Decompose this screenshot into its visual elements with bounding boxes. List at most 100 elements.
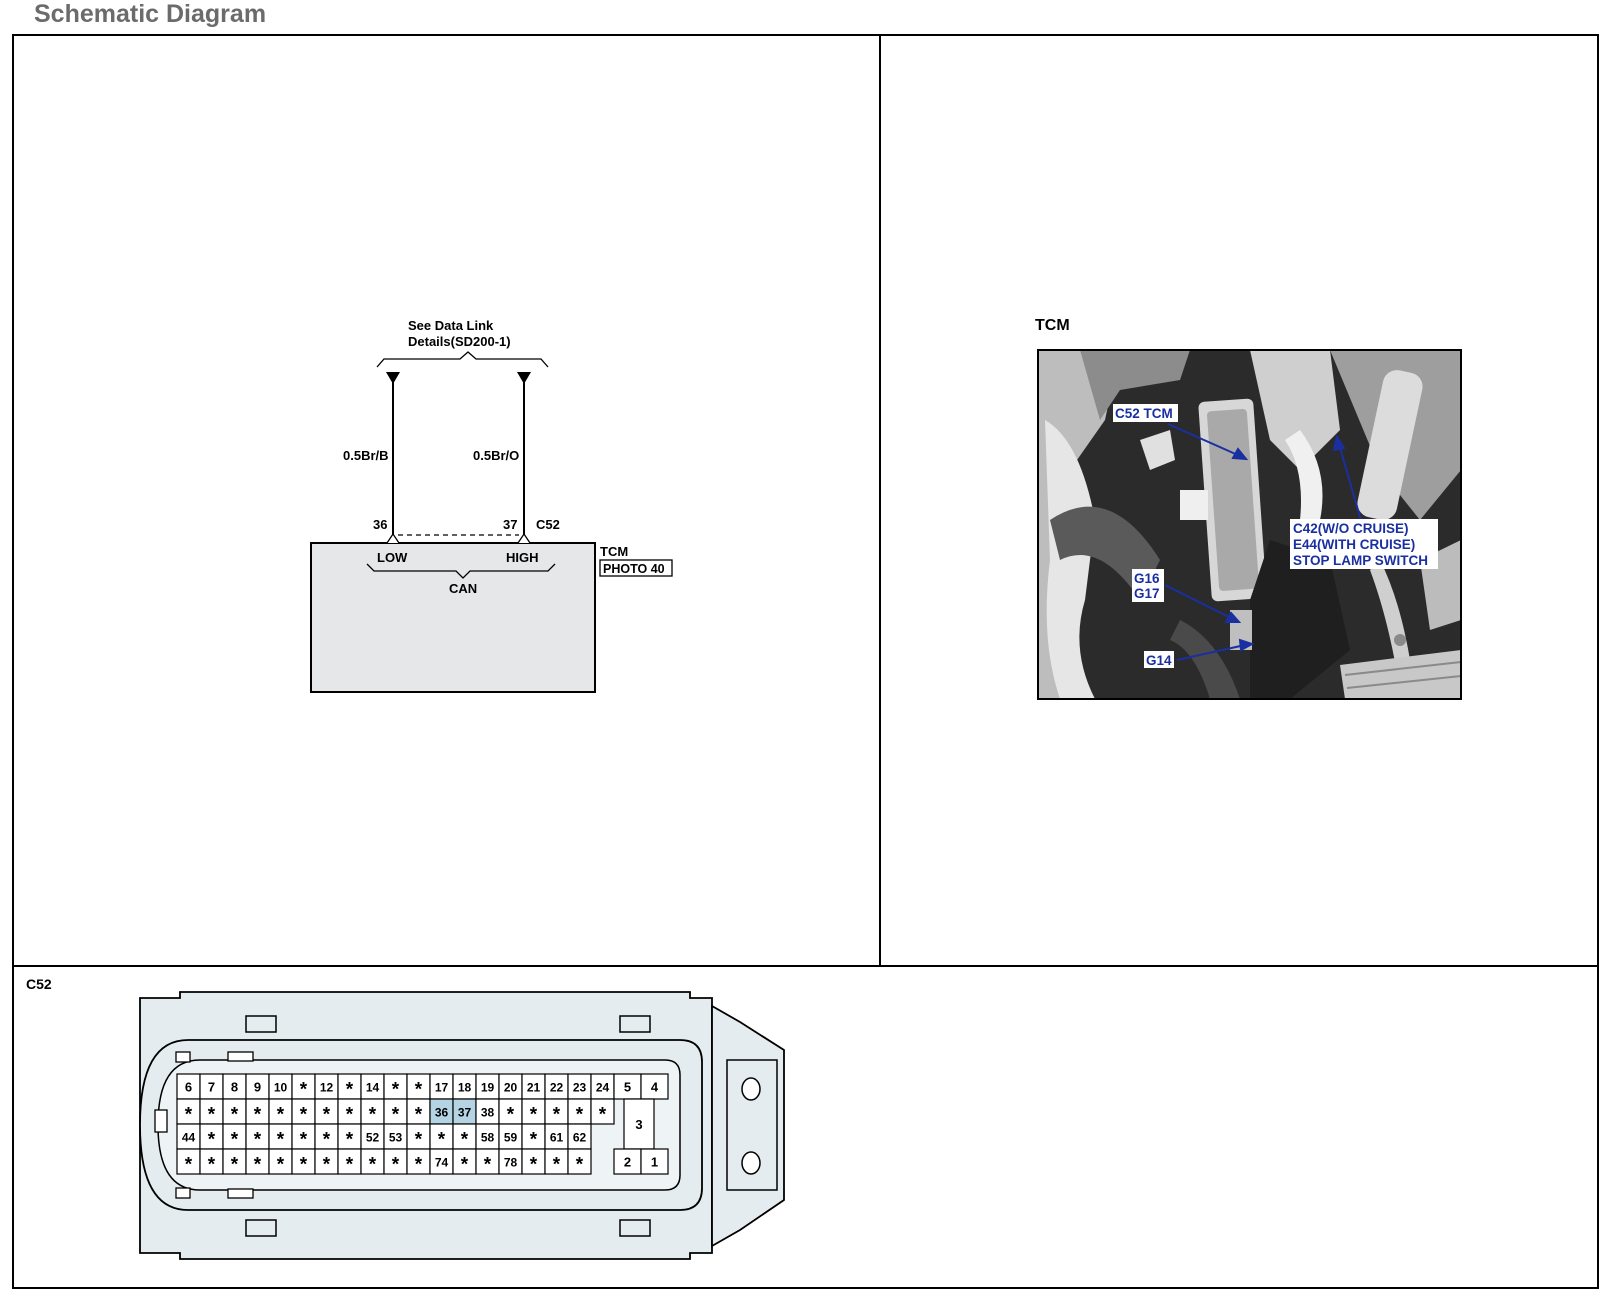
label-high: HIGH xyxy=(506,550,539,565)
diagram-frame xyxy=(12,34,1599,1289)
pin-62: 62 xyxy=(573,1131,587,1145)
pin-empty: * xyxy=(185,1105,193,1126)
pin-4-cell xyxy=(640,1073,669,1100)
pin-empty: * xyxy=(576,1105,584,1126)
pin-9: 9 xyxy=(254,1080,261,1095)
mount-hole-top xyxy=(741,1077,761,1101)
pin-empty: * xyxy=(231,1105,239,1126)
label-stop-lamp-switch: STOP LAMP SWITCH xyxy=(1293,553,1428,568)
label-g17: G17 xyxy=(1134,586,1160,601)
module-photo-ref: PHOTO 40 xyxy=(603,562,665,576)
pin-21: 21 xyxy=(527,1081,541,1095)
pin-empty: * xyxy=(254,1130,262,1151)
page-title: Schematic Diagram xyxy=(34,0,267,28)
pin-61: 61 xyxy=(550,1131,564,1145)
pin-marker-36 xyxy=(386,532,400,544)
mount-hole-bottom xyxy=(741,1151,761,1175)
pin-24: 24 xyxy=(596,1081,610,1095)
pin-1-cell xyxy=(640,1148,669,1175)
pin-empty: * xyxy=(392,1105,400,1126)
housing-tab-bottom-right xyxy=(619,1219,651,1237)
pin-empty: * xyxy=(300,1155,308,1176)
pin-52: 52 xyxy=(366,1131,380,1145)
pin-22: 22 xyxy=(550,1081,564,1095)
pin-1: 1 xyxy=(651,1155,658,1170)
label-g14: G14 xyxy=(1146,653,1172,668)
module-name: TCM xyxy=(600,544,628,559)
pin-empty: * xyxy=(300,1130,308,1151)
pin-empty: * xyxy=(553,1105,561,1126)
label-g16: G16 xyxy=(1134,571,1160,586)
pin-number-36: 36 xyxy=(373,517,387,532)
housing-tab-top-left xyxy=(245,1015,277,1033)
pin-empty: * xyxy=(323,1130,331,1151)
pin-19: 19 xyxy=(481,1081,495,1095)
pin-empty: * xyxy=(231,1130,239,1151)
pin-23: 23 xyxy=(573,1081,587,1095)
pin-empty: * xyxy=(392,1155,400,1176)
pin-empty: * xyxy=(323,1105,331,1126)
schematic-panel: See Data Link Details(SD200-1) 0.5Br/B 0… xyxy=(310,318,673,693)
connector-id: C52 xyxy=(536,517,560,532)
pin-empty: * xyxy=(530,1105,538,1126)
pin-8: 8 xyxy=(231,1080,238,1095)
pin-empty: * xyxy=(277,1155,285,1176)
pin-10: 10 xyxy=(274,1081,288,1095)
pin-12: 12 xyxy=(320,1081,334,1095)
pin-74: 74 xyxy=(435,1156,449,1170)
label-e44: E44(WITH CRUISE) xyxy=(1293,537,1415,552)
pin-empty: * xyxy=(185,1155,193,1176)
pin-empty: * xyxy=(461,1130,469,1151)
pin-78: 78 xyxy=(504,1156,518,1170)
key-notch-top-mid xyxy=(227,1051,254,1062)
key-notch-bottom-left xyxy=(175,1187,191,1199)
photo-callout-labels: C52 TCM C42(W/O CRUISE) E44(WITH CRUISE)… xyxy=(1113,404,1438,668)
pin-14: 14 xyxy=(366,1081,380,1095)
connector-view-label: C52 xyxy=(26,976,52,992)
pin-7: 7 xyxy=(208,1080,215,1095)
pin-17: 17 xyxy=(435,1081,449,1095)
photo-border xyxy=(1037,349,1462,700)
pin-empty: * xyxy=(208,1155,216,1176)
label-can: CAN xyxy=(449,581,477,596)
pin-3: 3 xyxy=(635,1117,642,1132)
wire-color-right: 0.5Br/O xyxy=(473,448,519,463)
pin-empty: * xyxy=(254,1105,262,1126)
label-low: LOW xyxy=(377,550,408,565)
pin-empty: * xyxy=(254,1155,262,1176)
data-link-brace xyxy=(376,351,549,368)
pin-empty: * xyxy=(392,1080,400,1101)
key-notch-left xyxy=(154,1109,168,1133)
tcm-module-box xyxy=(310,542,596,693)
pin-36: 36 xyxy=(435,1106,449,1120)
pin-empty: * xyxy=(507,1105,515,1126)
pin-2: 2 xyxy=(624,1155,631,1170)
pin-empty: * xyxy=(300,1080,308,1101)
pin-empty: * xyxy=(346,1080,354,1101)
pin-59: 59 xyxy=(504,1131,518,1145)
pin-empty: * xyxy=(300,1105,308,1126)
pin-20: 20 xyxy=(504,1081,518,1095)
pin-empty: * xyxy=(277,1130,285,1151)
pin-empty: * xyxy=(599,1105,607,1126)
pin-empty: * xyxy=(208,1130,216,1151)
housing-tab-bottom-left xyxy=(245,1219,277,1237)
pin-empty: * xyxy=(415,1130,423,1151)
pin-empty: * xyxy=(461,1155,469,1176)
pin-empty: * xyxy=(415,1080,423,1101)
pin-empty: * xyxy=(576,1155,584,1176)
pin-empty: * xyxy=(530,1130,538,1151)
pin-empty: * xyxy=(346,1155,354,1176)
pin-empty-cell xyxy=(590,1098,615,1125)
can-brace xyxy=(366,563,556,579)
pin-empty: * xyxy=(369,1105,377,1126)
photo-callout-arrows xyxy=(1164,423,1363,661)
pin-53: 53 xyxy=(389,1131,403,1145)
pin-empty: * xyxy=(530,1155,538,1176)
pin-empty: * xyxy=(346,1105,354,1126)
key-notch-bottom-mid xyxy=(227,1188,254,1199)
pin-44: 44 xyxy=(182,1131,196,1145)
